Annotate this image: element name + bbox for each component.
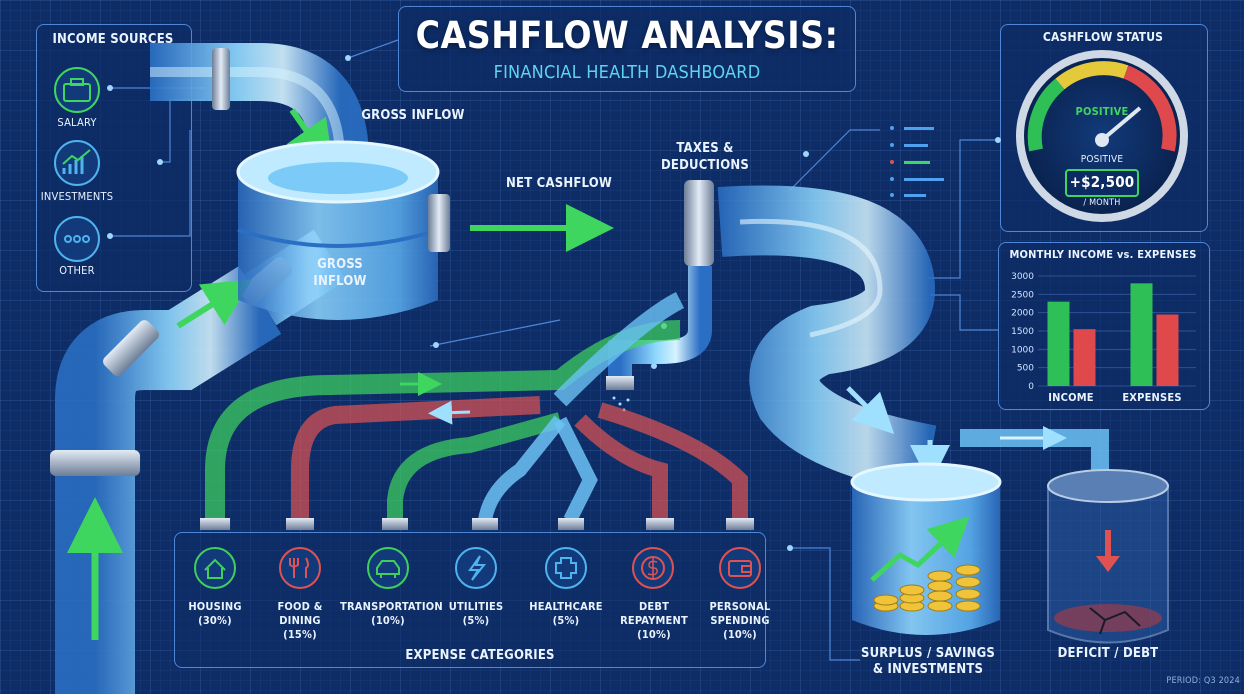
income-sources-heading: INCOME SOURCES (52, 32, 174, 47)
chart-y-tick-label: 3000 (1011, 272, 1034, 282)
chart-bar (1156, 314, 1179, 386)
connector-lines (110, 39, 1000, 661)
chart-y-tick-label: 0 (1028, 382, 1034, 392)
surplus-label: SURPLUS / SAVINGS & INVESTMENTS (860, 646, 996, 677)
taxes-drain-pipe (606, 266, 712, 412)
cashflow-status-heading: CASHFLOW STATUS (1042, 30, 1164, 44)
gross-inflow-tank-label: GROSS INFLOW (313, 257, 367, 289)
chart-y-tick-label: 2500 (1011, 290, 1034, 300)
income-salary-label: SALARY (57, 116, 97, 129)
income-other-label: OTHER (59, 264, 95, 277)
page-title: CASHFLOW ANALYSIS: (415, 14, 839, 57)
expense-debt-label: DEBT REPAYMENT(10%) (620, 600, 688, 641)
car-icon (376, 560, 400, 578)
net-cashflow-label: NET CASHFLOW (506, 176, 612, 191)
status-period: / MONTH (1083, 198, 1121, 208)
expense-transportation-label: TRANSPORTATION(10%) (340, 600, 443, 627)
status-amount: +$2,500 (1069, 173, 1135, 191)
mini-list-decor (890, 126, 944, 197)
income-icons (54, 67, 100, 262)
title-panel (398, 6, 856, 92)
medical-cross-icon (555, 557, 577, 579)
expense-branch-pipes (205, 291, 748, 524)
expense-personal-label: PERSONAL SPENDING(10%) (709, 600, 771, 641)
chart-title: MONTHLY INCOME vs. EXPENSES (1009, 248, 1197, 261)
expense-housing-label: HOUSING(30%) (188, 600, 242, 627)
chart-bar (1130, 283, 1153, 386)
deficit-label: DEFICIT / DEBT (1057, 646, 1159, 661)
deficit-tank (1047, 469, 1169, 644)
chart-category-expenses: EXPENSES (1122, 391, 1182, 404)
expense-categories-heading: EXPENSE CATEGORIES (405, 648, 555, 663)
dollar-coin-icon (641, 556, 665, 580)
gross-inflow-label: GROSS INFLOW (361, 108, 465, 123)
income-investments-label: INVESTMENTS (40, 190, 114, 203)
net-cashflow-pipe (428, 180, 720, 280)
house-icon (204, 558, 226, 579)
period-label: PERIOD: Q3 2024 (1166, 676, 1240, 686)
chart-y-tick-label: 2000 (1011, 309, 1034, 319)
cashflow-gauge (1016, 50, 1188, 222)
chart-bar (1047, 301, 1070, 386)
wallet-icon (728, 560, 752, 577)
chart-bars (1047, 283, 1179, 386)
chart-y-tick-label: 1500 (1011, 327, 1034, 337)
expense-food-label: FOOD & DINING(15%) (277, 600, 323, 641)
surplus-tank (850, 462, 1002, 635)
gross-inflow-tank (236, 140, 440, 320)
expense-icons (194, 547, 761, 589)
lightning-icon (468, 555, 487, 581)
taxes-label: TAXES & DEDUCTIONS (661, 141, 749, 173)
status-state: POSITIVE (1080, 154, 1124, 165)
pipe-nozzles (200, 518, 754, 530)
chart-y-tick-label: 500 (1017, 364, 1034, 374)
main-flow-channel (717, 185, 1109, 495)
gauge-positive-label: POSITIVE (1075, 105, 1129, 118)
expense-healthcare-label: HEALTHCARE(5%) (529, 600, 603, 627)
chart-y-tick-label: 1000 (1011, 345, 1034, 355)
page-subtitle: FINANCIAL HEALTH DASHBOARD (493, 62, 761, 83)
expense-utilities-label: UTILITIES(5%) (448, 600, 504, 627)
fork-knife-icon (289, 557, 309, 578)
chart-category-income: INCOME (1048, 391, 1094, 404)
chart-bar (1073, 329, 1096, 386)
